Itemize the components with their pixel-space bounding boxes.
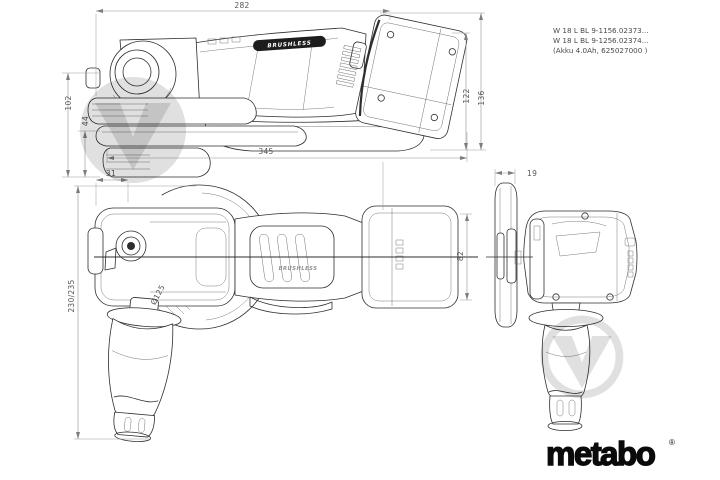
- battery-release-button: [349, 41, 367, 70]
- front-view-drawing: [486, 182, 638, 431]
- plan-view-body: BRUSHLESS: [234, 212, 367, 315]
- switch-slider-ribs: [335, 44, 362, 88]
- product-article-2: 6.02374...: [612, 36, 649, 45]
- watermarks: [80, 77, 624, 399]
- dim-136-label: 136: [477, 90, 486, 105]
- front-view-disc: [494, 182, 522, 328]
- dim-345-label: 345: [258, 147, 273, 156]
- brushless-label-side: BRUSHLESS: [267, 40, 312, 49]
- battery-note: (Akku 4.0Ah, 625027000 ): [553, 46, 648, 55]
- watermark-left: [80, 77, 186, 183]
- watermark-right: [540, 315, 624, 399]
- trigger-paddle: [249, 296, 333, 315]
- product-model-2: W 18 L BL 9-125: [553, 36, 612, 45]
- dim-19-label: 19: [527, 169, 537, 178]
- front-charge-leds: [627, 250, 634, 278]
- brushless-label-plan: BRUSHLESS: [279, 266, 318, 272]
- dim-230-235-label: 230/235: [67, 279, 76, 312]
- product-info-block: W 18 L BL 9-115 6.02373... W 18 L BL 9-1…: [553, 26, 649, 55]
- dim-282-label: 282: [234, 1, 249, 10]
- product-model-1: W 18 L BL 9-115: [553, 26, 612, 35]
- plan-view-side-handle: [106, 297, 182, 442]
- charge-indicator-leds: [395, 239, 404, 270]
- brand-logo: metabo ®: [545, 434, 675, 472]
- product-article-1: 6.02373...: [612, 26, 649, 35]
- battery-indicator-button: [624, 237, 636, 247]
- registered-trademark-symbol: ®: [669, 438, 675, 447]
- side-view-battery: [335, 14, 468, 139]
- dim-102-label: 102: [64, 95, 73, 110]
- dim-122-label: 122: [462, 88, 471, 103]
- metabo-logo-text: metabo: [546, 435, 655, 472]
- dim-82-label: 82: [456, 251, 465, 261]
- front-view-body: [523, 210, 638, 304]
- brushless-badge-side: BRUSHLESS: [253, 35, 326, 52]
- plan-view-drawing: BRUSHLESS Ø125: [87, 184, 478, 442]
